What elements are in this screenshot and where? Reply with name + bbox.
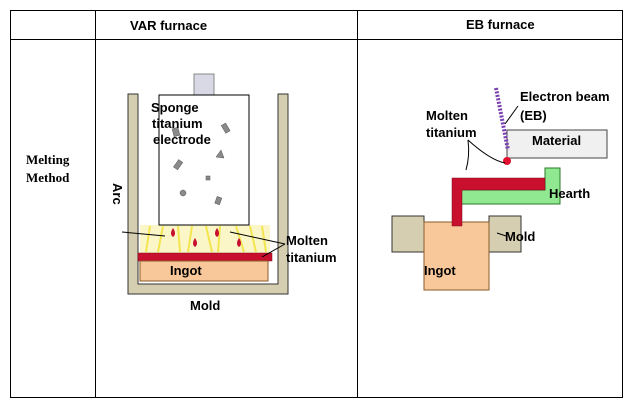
sponge-particles <box>171 122 231 206</box>
eb-molten-label-1: Molten <box>426 108 468 123</box>
eb-beam-label-2: (EB) <box>520 108 547 123</box>
header-var-furnace: VAR furnace <box>130 18 207 33</box>
eb-material-label: Material <box>532 133 581 148</box>
var-ingot <box>139 260 269 282</box>
row-label-method: Method <box>26 170 70 185</box>
eb-material <box>506 129 608 159</box>
var-molten-label-1: Molten <box>286 233 328 248</box>
eb-mold-left <box>391 215 425 253</box>
eb-mold-leader <box>496 232 507 237</box>
var-mold <box>127 93 289 295</box>
electron-beam <box>494 87 510 151</box>
table-grid <box>10 10 623 398</box>
var-molten-label-2: titanium <box>286 250 337 265</box>
arc-leader-line <box>121 231 166 237</box>
eb-molten-leader-2 <box>467 139 506 164</box>
var-molten-leader-2 <box>261 243 286 258</box>
eb-molten-label-2: titanium <box>426 125 477 140</box>
eb-molten-stream <box>451 177 546 227</box>
var-furnace-diagram: Sponge titanium electrode Arc Molten tit… <box>110 73 337 313</box>
electrode-label-2: titanium <box>152 116 203 131</box>
var-ingot-label: Ingot <box>170 263 202 278</box>
eb-ingot-label: Ingot <box>424 263 456 278</box>
sponge-titanium-electrode <box>158 94 250 226</box>
eb-mold-label: Mold <box>505 229 535 244</box>
eb-beam-leader <box>504 105 519 125</box>
molten-droplets <box>171 228 241 247</box>
electrode-label-1: Sponge <box>151 100 199 115</box>
row-label-melting: Melting <box>26 152 70 167</box>
eb-molten-drop <box>503 157 511 165</box>
eb-furnace-diagram: Electron beam (EB) Molten titanium Mater… <box>391 87 610 291</box>
var-molten-pool <box>137 252 273 262</box>
arc-rays <box>145 225 267 253</box>
electrode-label-3: electrode <box>153 132 211 147</box>
eb-hearth-label: Hearth <box>549 186 590 201</box>
eb-mold-right <box>488 215 522 253</box>
header-eb-furnace: EB furnace <box>466 17 535 32</box>
eb-molten-leader <box>465 139 470 171</box>
var-molten-leader-1 <box>229 231 286 245</box>
eb-beam-label-1: Electron beam <box>520 89 610 104</box>
arc-label: Arc <box>110 183 125 205</box>
var-mold-label: Mold <box>190 298 220 313</box>
electrode-stem <box>193 73 215 97</box>
eb-ingot <box>423 221 490 291</box>
